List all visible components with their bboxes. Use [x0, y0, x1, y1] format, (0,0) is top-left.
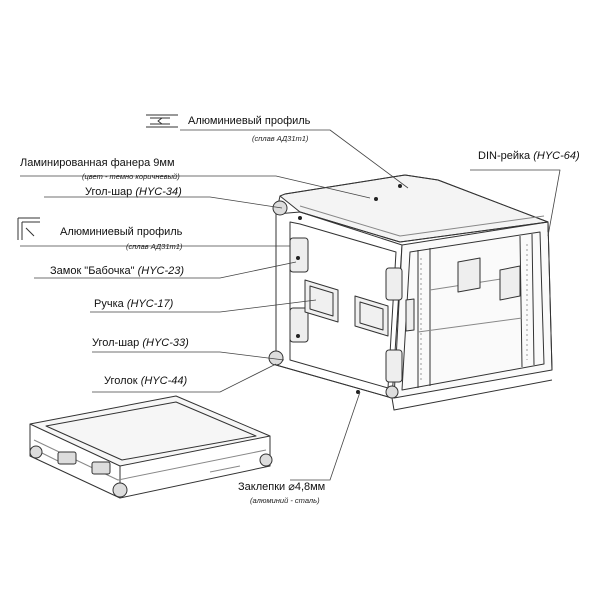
aluminium-profile-icon	[146, 114, 178, 128]
case-lid	[29, 395, 273, 499]
butterfly-lock	[289, 237, 403, 383]
label-rivets: Заклепки ⌀4,8мм	[238, 481, 326, 493]
leader-lines	[20, 129, 561, 481]
label-rivets-sub: (алюминий - сталь)	[250, 496, 320, 505]
label-al-profile-1-sub: (сплав АД31т1)	[252, 134, 309, 143]
label-butterfly-lock: Замок "Бабочка" (HYC-23)	[50, 265, 185, 277]
label-plywood-sub: (цвет - темно коричневый)	[82, 172, 180, 181]
label-plywood: Ламинированная фанера 9мм	[20, 157, 175, 169]
label-corner-ball-33: Угол-шар (HYC-33)	[92, 337, 189, 349]
label-corner-ball-34: Угол-шар (HYC-34)	[85, 186, 182, 198]
handle	[304, 279, 389, 337]
rack-case	[275, 174, 553, 411]
label-corner-44: Уголок (HYC-44)	[104, 375, 188, 387]
rivet	[296, 184, 402, 394]
label-al-profile-1: Алюминиевый профиль	[188, 115, 311, 127]
corner-profile-icon	[17, 217, 40, 240]
label-al-profile-2-sub: (сплав АД31т1)	[126, 242, 183, 251]
label-handle: Ручка (HYC-17)	[94, 298, 174, 310]
label-din-rail: DIN-рейка (HYC-64)	[478, 150, 580, 162]
label-al-profile-2: Алюминиевый профиль	[60, 226, 183, 238]
